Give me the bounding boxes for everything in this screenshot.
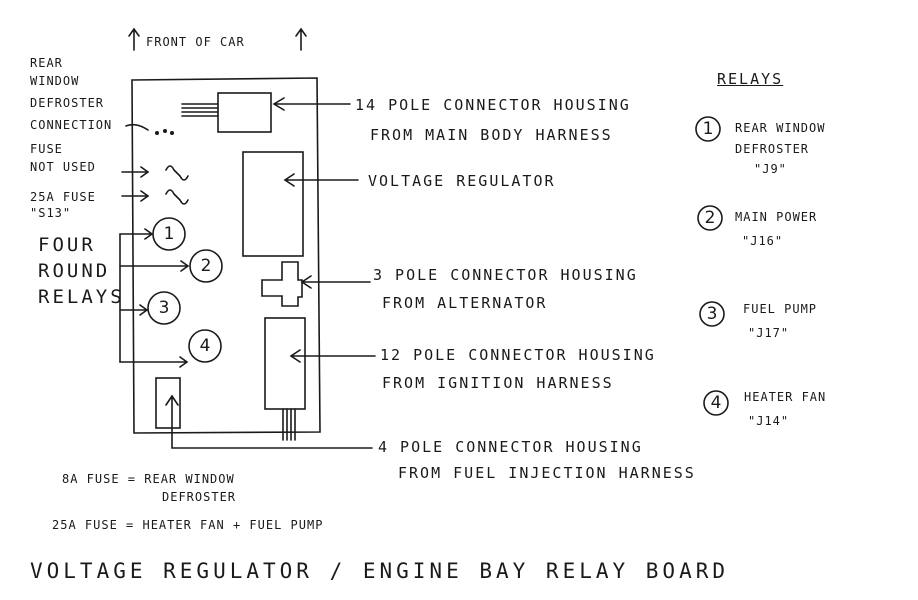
defroster-dot (170, 131, 174, 135)
connector-3-pointer (300, 275, 371, 289)
legend-1-line-2: DEFROSTER (735, 142, 810, 156)
voltage-regulator-box (242, 151, 304, 257)
connector-3-label-2: FROM ALTERNATOR (382, 294, 548, 312)
connector-12-label-2: FROM IGNITION HARNESS (382, 374, 614, 392)
connector-4-label-2: FROM FUEL INJECTION HARNESS (398, 464, 696, 482)
front-of-car-label: FRONT OF CAR (146, 35, 245, 49)
relay-2-pointer (119, 260, 190, 272)
fuse-25a-label-1: 25A FUSE (30, 190, 96, 204)
four-round-relays-label-2: ROUND (38, 260, 111, 282)
relay-3-pointer (119, 304, 149, 316)
four-round-relays-label-1: FOUR (38, 234, 96, 256)
connector-12-box (264, 317, 306, 410)
legend-4-line-2: "J14" (748, 414, 790, 428)
connector-3-label-1: 3 POLE CONNECTOR HOUSING (373, 266, 638, 284)
legend-circle-1 (695, 116, 721, 142)
connector-14-box (217, 92, 272, 133)
four-round-relays-label-3: RELAYS (38, 286, 125, 308)
fuse-not-used-label-2: NOT USED (30, 160, 96, 174)
defroster-dot (155, 131, 159, 135)
connector-12-wires (282, 408, 296, 441)
connector-14-label-1: 14 POLE CONNECTOR HOUSING (355, 96, 631, 114)
fuse-25a-pointer (121, 190, 150, 202)
rear-defroster-label-3: DEFROSTER (30, 96, 105, 110)
relay-1-number: 1 (163, 224, 175, 244)
legend-4-line-1: HEATER FAN (744, 390, 827, 404)
rear-defroster-label-4: CONNECTION (30, 118, 113, 132)
relays-legend-heading: RELAYS (717, 70, 784, 88)
legend-circle-3 (699, 301, 725, 327)
connector-12-pointer (289, 349, 376, 363)
legend-circle-2 (697, 205, 723, 231)
fuse-not-used-pointer (121, 166, 150, 178)
connector-14-pointer (272, 97, 351, 111)
defroster-pointer (125, 123, 149, 131)
connector-4-pointer (165, 394, 373, 449)
legend-circle-4 (703, 390, 729, 416)
legend-number-2: 2 (704, 208, 716, 228)
fuse-not-used-label-1: FUSE (30, 142, 63, 156)
connector-4-label-1: 4 POLE CONNECTOR HOUSING (378, 438, 643, 456)
relay-3-circle (147, 291, 181, 325)
legend-3-line-2: "J17" (748, 326, 790, 340)
legend-3-line-1: FUEL PUMP (743, 302, 818, 316)
voltage-regulator-label: VOLTAGE REGULATOR (368, 172, 556, 190)
relay-4-pointer (119, 356, 189, 368)
legend-number-3: 3 (706, 304, 718, 324)
rear-defroster-label-1: REAR (30, 56, 63, 70)
legend-1-line-3: "J9" (754, 162, 787, 176)
legend-2-line-2: "J16" (742, 234, 784, 248)
note-8a-fuse-line-2: DEFROSTER (162, 490, 237, 504)
legend-number-1: 1 (702, 119, 714, 139)
connector-14-label-2: FROM MAIN BODY HARNESS (370, 126, 613, 144)
connector-3-shape (261, 261, 303, 307)
defroster-dot (163, 129, 167, 133)
relay-4-number: 4 (199, 336, 211, 356)
board-outline (131, 77, 321, 434)
legend-1-line-1: REAR WINDOW (735, 121, 826, 135)
connector-4-box (155, 377, 181, 429)
front-arrow-left (128, 27, 140, 51)
connector-14-wires (181, 103, 219, 117)
note-25a-fuse: 25A FUSE = HEATER FAN + FUEL PUMP (52, 518, 324, 532)
fuse-25a-symbol (165, 189, 189, 205)
fuse-25a-label-2: "S13" (30, 206, 72, 220)
relay-1-circle (152, 217, 186, 251)
legend-2-line-1: MAIN POWER (735, 210, 818, 224)
front-arrow-right (295, 27, 307, 51)
note-8a-fuse-line-1: 8A FUSE = REAR WINDOW (62, 472, 235, 486)
fuse-not-used-symbol (165, 165, 189, 181)
legend-number-4: 4 (710, 393, 722, 413)
diagram-title: VOLTAGE REGULATOR / ENGINE BAY RELAY BOA… (30, 559, 730, 583)
relay-2-number: 2 (200, 256, 212, 276)
voltage-regulator-pointer (283, 173, 359, 187)
relay-1-pointer (119, 228, 154, 240)
relay-2-circle (189, 249, 223, 283)
relay-4-circle (188, 329, 222, 363)
connector-12-label-1: 12 POLE CONNECTOR HOUSING (380, 346, 656, 364)
relay-3-number: 3 (158, 298, 170, 318)
rear-defroster-label-2: WINDOW (30, 74, 80, 88)
